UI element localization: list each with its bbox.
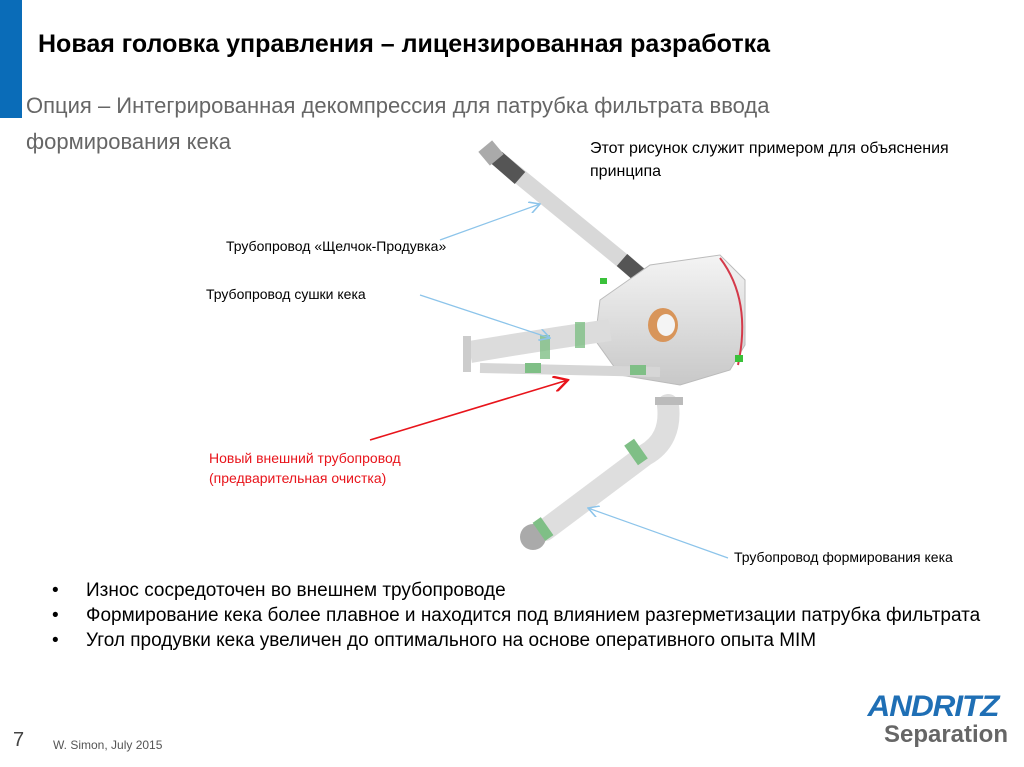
bullet-item: Формирование кека более плавное и находи… (52, 603, 986, 628)
accent-bar (0, 0, 22, 118)
callout-new-external (369, 380, 568, 441)
label-cake-drying-pipe: Трубопровод сушки кека (206, 286, 366, 302)
bullet-item: Износ сосредоточен во внешнем трубопрово… (52, 578, 986, 603)
label-new-external-pipe-sub: (предварительная очистка) (209, 470, 387, 486)
slide-title: Новая головка управления – лицензированн… (38, 30, 770, 58)
footer-author: W. Simon, July 2015 (53, 738, 163, 752)
label-click-blow-pipe: Трубопровод «Щелчок-Продувка» (226, 238, 447, 254)
bullet-item: Угол продувки кека увеличен до оптимальн… (52, 628, 986, 653)
andritz-logo: ANDRITZ Separation (858, 692, 1008, 748)
page-number: 7 (13, 729, 25, 751)
control-head-body (594, 254, 746, 386)
label-new-external-pipe: Новый внешний трубопровод (209, 450, 401, 466)
logo-andritz-text: ANDRITZ (867, 690, 1000, 723)
label-cake-forming-pipe: Трубопровод формирования кека (734, 549, 953, 565)
logo-separation-text: Separation (883, 721, 1008, 748)
callout-click-blow (439, 204, 540, 241)
callout-cake-drying (419, 294, 550, 338)
callout-cake-forming (588, 508, 729, 559)
cake-forming-pipe (520, 394, 683, 550)
click-blow-pipe (478, 140, 651, 287)
bullet-list: Износ сосредоточен во внешнем трубопрово… (52, 578, 986, 653)
slide-subtitle: Опция – Интегрированная декомпрессия для… (26, 93, 770, 154)
illustration-note: Этот рисунок служит примером для объясне… (590, 140, 949, 180)
